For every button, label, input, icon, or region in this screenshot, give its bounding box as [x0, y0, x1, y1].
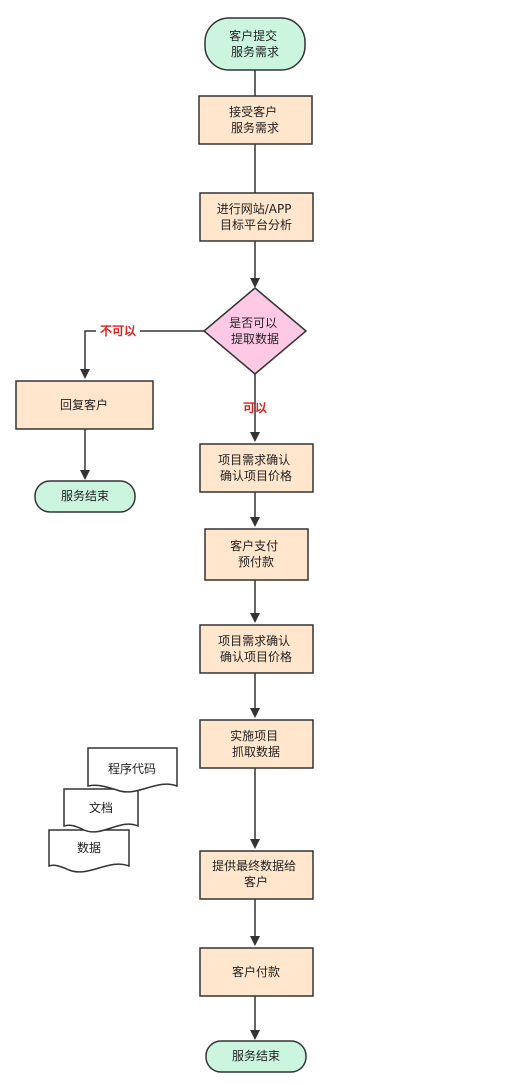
- node-decision-line1: 是否可以: [229, 316, 277, 330]
- label-yes: 可以: [243, 401, 267, 415]
- node-deliver-line2: 客户: [244, 874, 268, 889]
- node-analyze[interactable]: 进行网站/APP 目标平台分析: [199, 192, 314, 242]
- svg-text:客户支付 预付款: 客户支付 预付款: [230, 538, 282, 569]
- node-analyze-line2: 目标平台分析: [220, 217, 292, 232]
- svg-text:提供最终数据给 客户: 提供最终数据给 客户: [212, 858, 300, 889]
- node-analyze-line1: 进行网站/APP: [217, 202, 292, 216]
- svg-text:进行网站/APP 目标平台分析: 进行网站/APP 目标平台分析: [217, 202, 296, 232]
- node-prepay[interactable]: 客户支付 预付款: [204, 528, 309, 581]
- svg-text:项目需求确认 确认项目价格: 项目需求确认 确认项目价格: [218, 453, 294, 483]
- doc-data-label: 数据: [77, 840, 101, 855]
- doc-doc[interactable]: 文档: [63, 788, 139, 833]
- node-pay-line1: 客户付款: [232, 964, 280, 979]
- doc-doc-label: 文档: [89, 800, 113, 815]
- node-start[interactable]: 客户提交 服务需求: [204, 17, 306, 71]
- doc-code-label: 程序代码: [108, 761, 156, 776]
- edge-decision-reply: [80, 330, 204, 379]
- node-confirm1[interactable]: 项目需求确认 确认项目价格: [199, 443, 314, 493]
- node-reply-line1: 回复客户: [60, 397, 108, 412]
- node-end-left[interactable]: 服务结束: [34, 480, 136, 513]
- node-confirm1-line2: 确认项目价格: [220, 468, 292, 483]
- node-confirm1-line1: 项目需求确认: [218, 453, 290, 467]
- svg-text:实施项目 抓取数据: 实施项目 抓取数据: [230, 728, 282, 759]
- svg-text:客户提交 服务需求: 客户提交 服务需求: [229, 28, 281, 59]
- svg-text:是否可以 提取数据: 是否可以 提取数据: [229, 316, 281, 346]
- node-implement[interactable]: 实施项目 抓取数据: [199, 719, 314, 769]
- node-start-line2: 服务需求: [231, 44, 279, 59]
- node-deliver-line1: 提供最终数据给: [212, 858, 296, 873]
- node-start-line1: 客户提交: [229, 28, 277, 43]
- node-decision-line2: 提取数据: [231, 331, 279, 346]
- node-end[interactable]: 服务结束: [205, 1040, 307, 1073]
- node-prepay-line1: 客户支付: [230, 538, 278, 553]
- node-implement-line1: 实施项目: [230, 728, 278, 743]
- node-implement-line2: 抓取数据: [232, 744, 280, 759]
- node-confirm2-line2: 确认项目价格: [220, 649, 292, 664]
- label-no: 不可以: [100, 324, 136, 338]
- node-accept-line2: 服务需求: [231, 120, 279, 135]
- edges: [80, 70, 260, 1040]
- node-reply[interactable]: 回复客户: [15, 380, 154, 430]
- label-no-bg: [96, 322, 140, 338]
- doc-data[interactable]: 数据: [48, 829, 130, 873]
- node-end-line1: 服务结束: [232, 1048, 280, 1063]
- node-confirm2-line1: 项目需求确认: [218, 634, 290, 648]
- node-end-left-line1: 服务结束: [61, 488, 109, 503]
- node-decision[interactable]: 是否可以 提取数据: [202, 287, 308, 375]
- node-accept-line1: 接受客户: [229, 104, 277, 119]
- svg-text:项目需求确认 确认项目价格: 项目需求确认 确认项目价格: [218, 634, 294, 664]
- node-accept[interactable]: 接受客户 服务需求: [198, 95, 313, 145]
- node-prepay-line2: 预付款: [238, 555, 274, 569]
- node-pay[interactable]: 客户付款: [199, 947, 314, 997]
- svg-text:接受客户 服务需求: 接受客户 服务需求: [229, 104, 281, 135]
- doc-code[interactable]: 程序代码: [87, 747, 178, 793]
- node-confirm2[interactable]: 项目需求确认 确认项目价格: [199, 624, 314, 674]
- node-deliver[interactable]: 提供最终数据给 客户: [199, 850, 314, 900]
